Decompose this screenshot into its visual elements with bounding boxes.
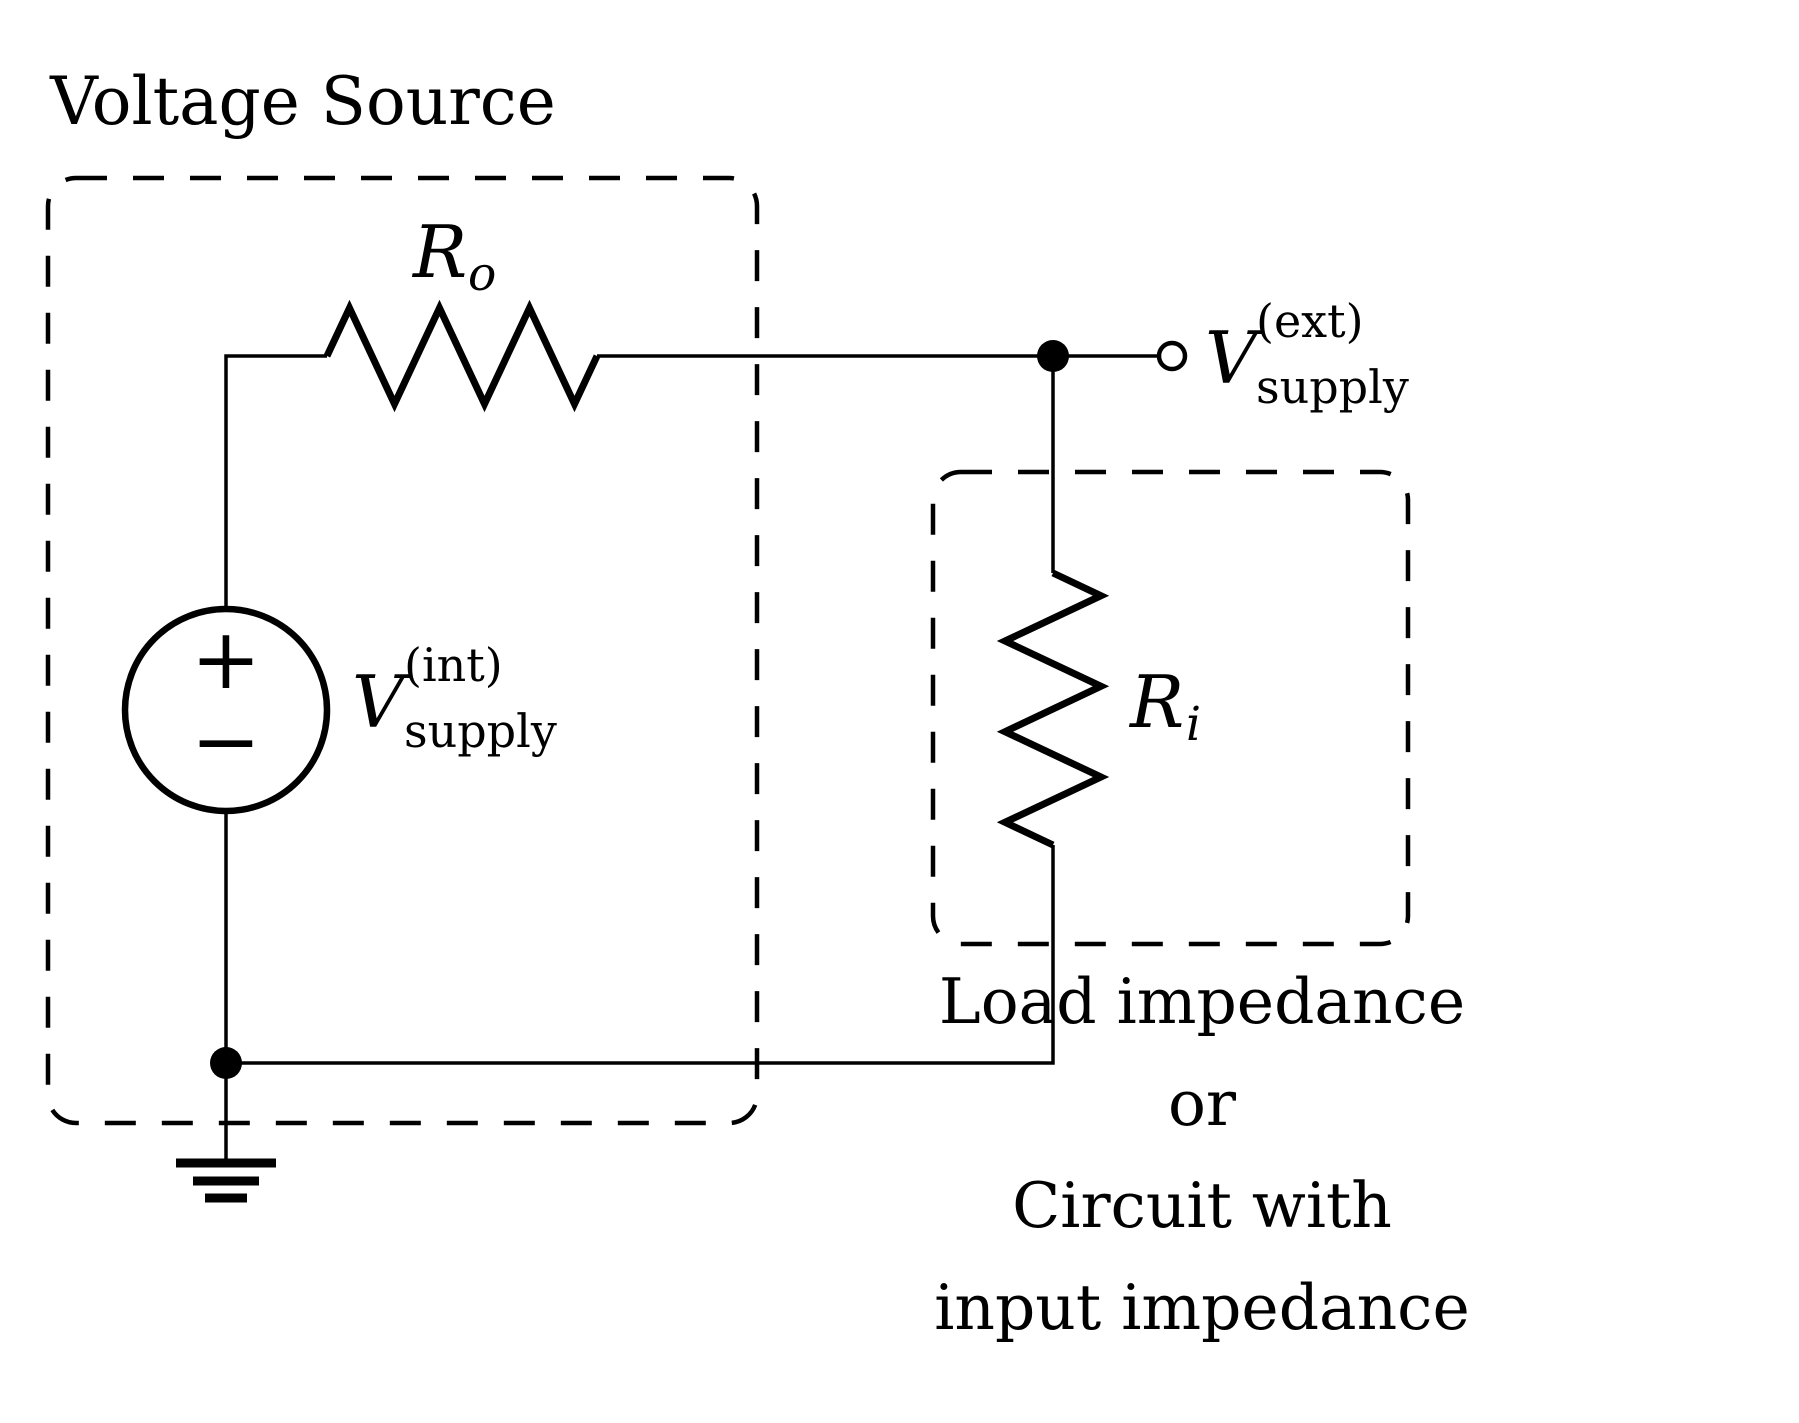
output-terminal-circle: [1156, 340, 1188, 372]
voltage-source-circle: [121, 605, 331, 815]
load-caption-line-3: Circuit with: [1012, 1169, 1392, 1242]
wire-bottom: [226, 845, 1055, 1065]
ro-subscript: o: [468, 247, 496, 302]
ri-label: R i: [1128, 660, 1201, 752]
load-caption-line-2: or: [1168, 1067, 1237, 1140]
vext-superscript: (ext): [1256, 294, 1364, 348]
plus-sign: +: [191, 610, 261, 708]
voltage-source-title: Voltage Source: [49, 63, 556, 140]
ground-symbol: [176, 1158, 276, 1203]
ro-label: R o: [411, 210, 496, 302]
node-dot-ground: [210, 1047, 242, 1079]
vint-label: V (int) supply: [352, 638, 557, 758]
vint-superscript: (int): [404, 638, 503, 692]
vext-label: V (ext) supply: [1205, 294, 1409, 414]
voltage-source-dashed-box: [45, 175, 760, 1126]
vint-subscript: supply: [404, 704, 557, 758]
resistor-ri-zigzag: [996, 569, 1110, 849]
minus-sign: −: [191, 692, 261, 790]
load-caption: Load impedance or Circuit with input imp…: [934, 965, 1470, 1344]
load-caption-line-1: Load impedance: [939, 965, 1465, 1038]
vext-symbol: V: [1205, 316, 1264, 400]
resistor-ro-zigzag: [323, 299, 601, 413]
wire-source-to-resistor: [224, 354, 327, 609]
load-caption-line-4: input impedance: [934, 1271, 1470, 1344]
ri-subscript: i: [1186, 697, 1201, 752]
vint-symbol: V: [352, 660, 411, 744]
ri-symbol: R: [1128, 660, 1184, 744]
node-dot-output: [1037, 340, 1069, 372]
ro-symbol: R: [411, 210, 467, 294]
vext-subscript: supply: [1256, 360, 1409, 414]
